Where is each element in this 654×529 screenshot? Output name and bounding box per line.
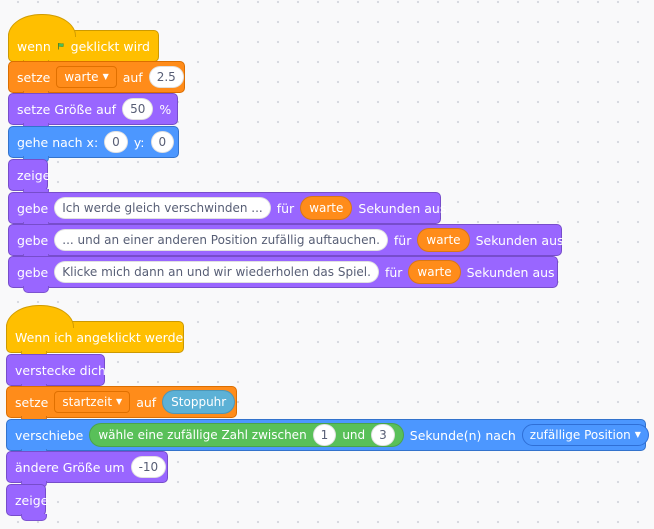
variable-dropdown[interactable]: warte ▼ — [56, 66, 117, 88]
and-label: und — [342, 428, 366, 442]
message-input[interactable]: Klicke mich dann an und wir wiederholen … — [54, 261, 379, 283]
to-label: auf — [122, 69, 143, 85]
for-label: für — [393, 232, 412, 248]
chevron-down-icon: ▼ — [102, 72, 109, 81]
say-for-secs-block-3[interactable]: gebe Klicke mich dann an und wir wiederh… — [8, 256, 558, 293]
hide-block[interactable]: verstecke dich — [6, 354, 106, 391]
glide-block[interactable]: verschiebe wähle eine zufällige Zahl zwi… — [6, 419, 649, 456]
position-value: zufällige Position — [529, 428, 631, 442]
y-input[interactable]: 0 — [150, 131, 175, 153]
unit-label: % — [159, 101, 172, 117]
hat-label: Wenn ich angeklickt werde — [15, 329, 184, 345]
set-startzeit-block[interactable]: setze startzeit ▼ auf Stoppuhr — [6, 386, 237, 423]
when-flag-clicked-block[interactable]: wenn geklickt wird — [8, 14, 159, 67]
set-label: setze — [17, 69, 51, 85]
goto-xy-block[interactable]: gehe nach x: 0 y: 0 — [8, 126, 179, 163]
set-size-label: setze Größe auf — [17, 101, 117, 117]
set-label: setze — [15, 394, 49, 410]
say-for-secs-block-2[interactable]: gebe ... und an einer anderen Position z… — [8, 224, 564, 261]
for-label: für — [276, 200, 295, 216]
say-label: gebe — [17, 264, 49, 280]
show-label: zeige — [15, 492, 49, 508]
random-reporter[interactable]: wähle eine zufällige Zahl zwischen 1 und… — [89, 423, 404, 447]
random-to-input[interactable]: 3 — [371, 424, 395, 446]
when-sprite-clicked-block[interactable]: Wenn ich angeklickt werde — [6, 305, 184, 358]
say-label: gebe — [17, 232, 49, 248]
warte-reporter[interactable]: warte — [408, 260, 461, 284]
seconds-label: Sekunden aus — [358, 200, 447, 216]
seconds-to-label: Sekunde(n) nach — [409, 427, 516, 443]
to-label: auf — [136, 394, 157, 410]
hat-prefix: wenn — [17, 38, 51, 54]
timer-reporter[interactable]: Stoppuhr — [162, 390, 236, 414]
seconds-label: Sekunden aus — [466, 264, 555, 280]
show-block[interactable]: zeige — [8, 159, 51, 196]
show-label: zeige — [17, 167, 51, 183]
hat-suffix: geklickt wird — [70, 38, 150, 54]
variable-name: warte — [64, 70, 99, 84]
warte-reporter[interactable]: warte — [300, 196, 353, 220]
change-size-label: ändere Größe um — [15, 459, 125, 475]
chevron-down-icon: ▼ — [634, 430, 641, 439]
warte-reporter[interactable]: warte — [417, 228, 470, 252]
set-wait-block[interactable]: setze warte ▼ auf 2.5 — [8, 61, 185, 98]
message-input[interactable]: Ich werde gleich verschwinden ... — [54, 197, 271, 219]
variable-dropdown[interactable]: startzeit ▼ — [54, 391, 131, 413]
seconds-label: Sekunden aus — [475, 232, 564, 248]
random-label: wähle eine zufällige Zahl zwischen — [98, 428, 307, 442]
say-label: gebe — [17, 200, 49, 216]
glide-label: verschiebe — [15, 427, 84, 443]
say-for-secs-block-1[interactable]: gebe Ich werde gleich verschwinden ... f… — [8, 192, 446, 229]
size-input[interactable]: 50 — [122, 98, 154, 120]
show-block[interactable]: zeige — [6, 484, 49, 521]
green-flag-icon — [57, 43, 64, 50]
x-input[interactable]: 0 — [104, 131, 128, 153]
message-input[interactable]: ... und an einer anderen Position zufäll… — [54, 229, 388, 251]
position-dropdown[interactable]: zufällige Position ▼ — [521, 424, 649, 446]
variable-name: startzeit — [62, 395, 113, 409]
y-label: y: — [133, 134, 145, 150]
goto-label: gehe nach x: — [17, 134, 99, 150]
change-size-block[interactable]: ändere Größe um -10 — [6, 451, 168, 488]
for-label: für — [384, 264, 403, 280]
hide-label: verstecke dich — [15, 362, 106, 378]
value-input[interactable]: 2.5 — [148, 66, 184, 88]
set-size-block[interactable]: setze Größe auf 50 % — [8, 93, 178, 130]
chevron-down-icon: ▼ — [116, 397, 123, 406]
change-value-input[interactable]: -10 — [130, 456, 167, 478]
random-from-input[interactable]: 1 — [312, 424, 337, 446]
